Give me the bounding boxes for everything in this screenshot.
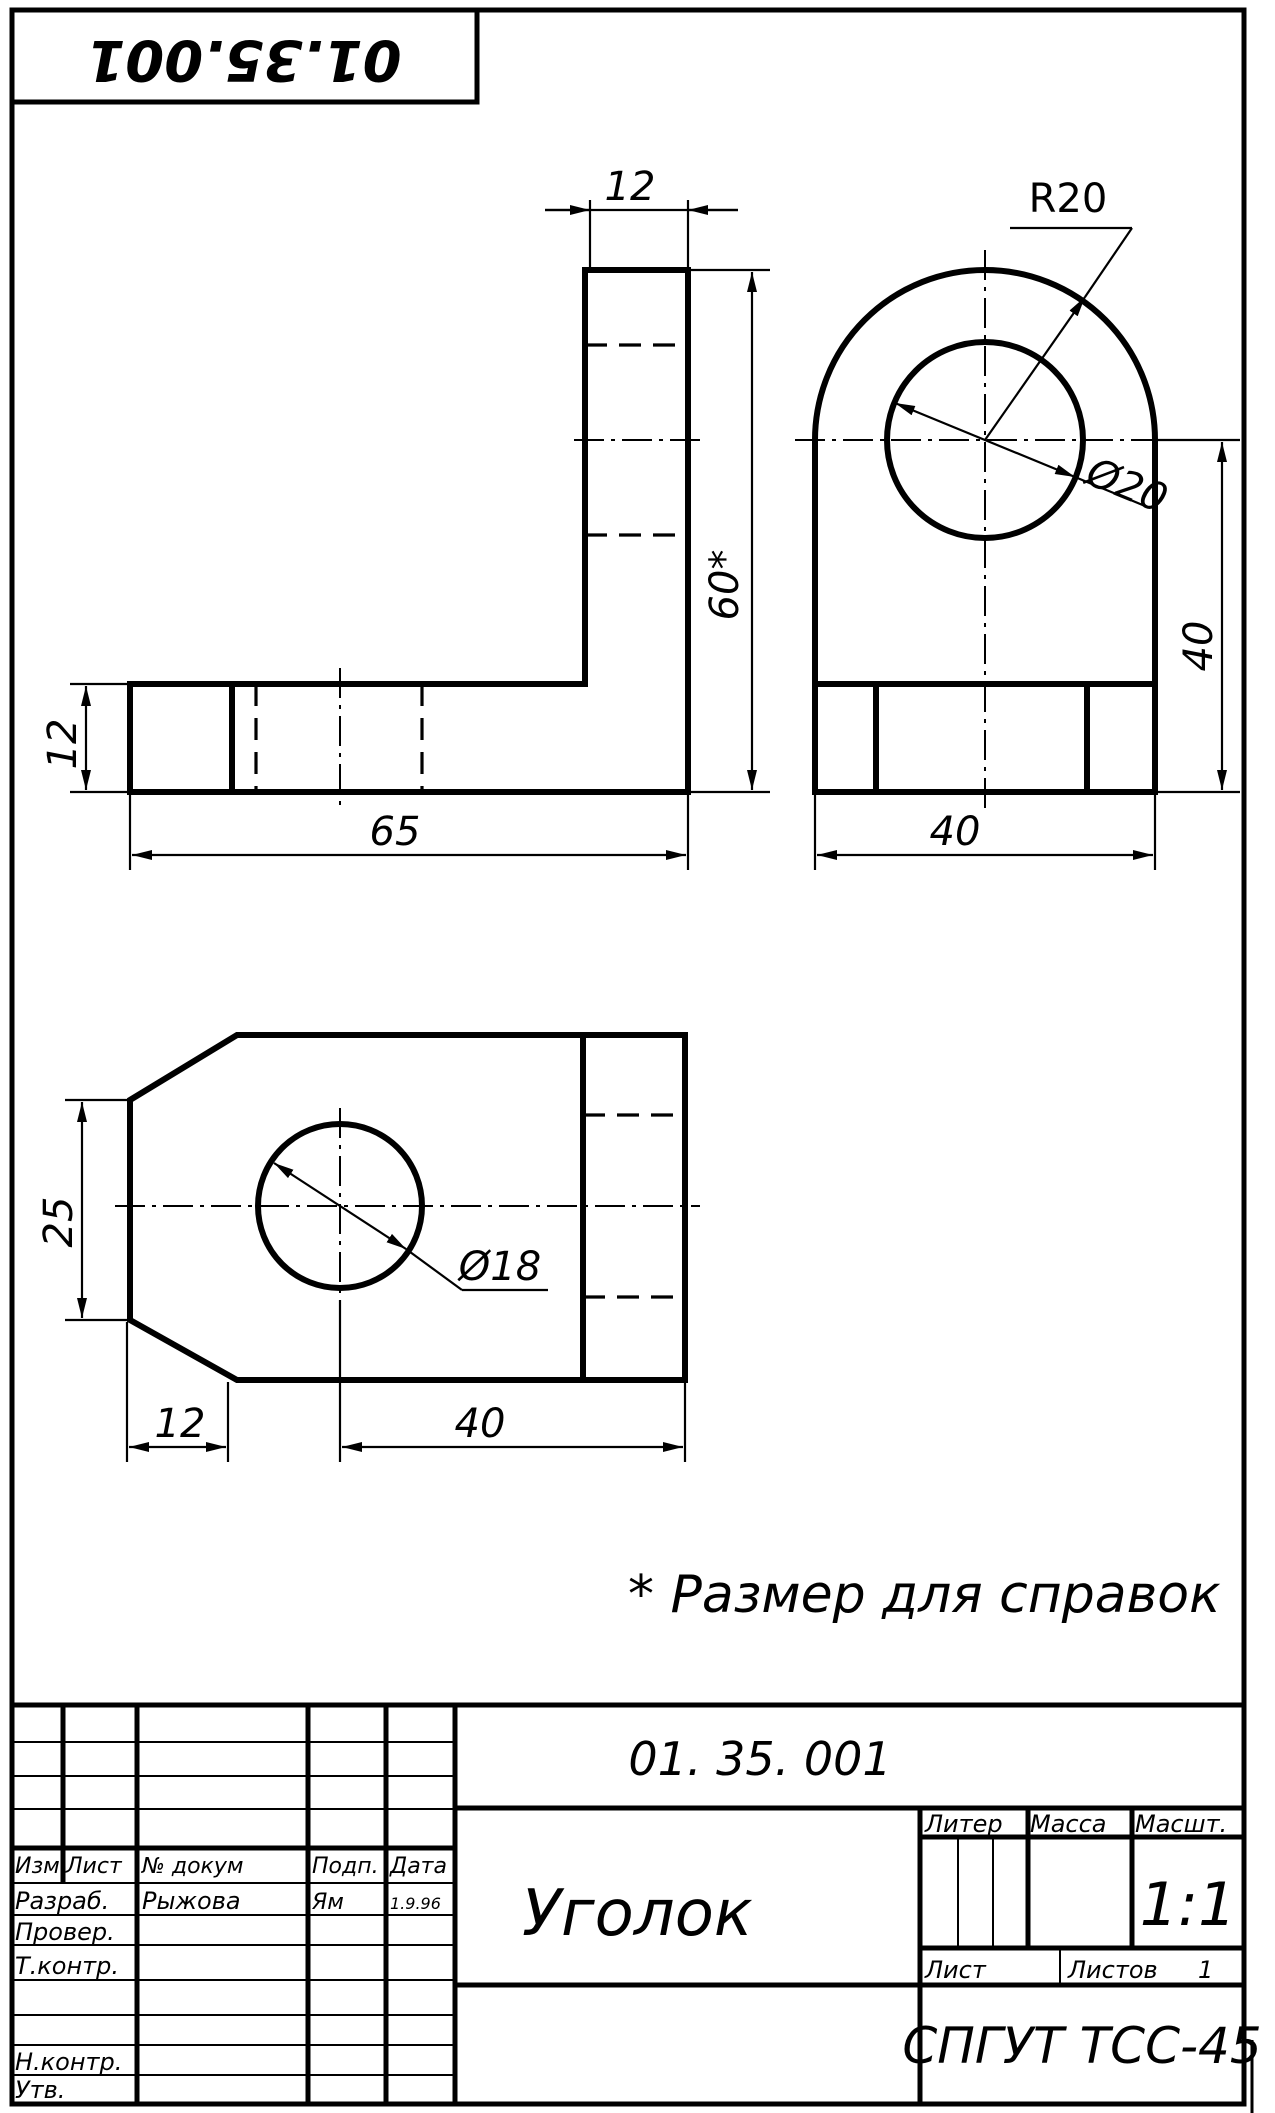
- dim-top-chamfer-height-label: 25: [36, 1197, 82, 1248]
- tb-part-name: Уголок: [522, 1877, 753, 1951]
- title-block: Изм Лист № докум Подп. Дата Разраб. Рыжо…: [12, 1702, 1262, 2104]
- tb-scale-label: Масшт.: [1135, 1810, 1227, 1838]
- tb-organization: СПГУТ ТСС-45: [902, 2017, 1261, 2075]
- tb-role-nkontr: Н.контр.: [15, 2048, 122, 2076]
- dim-front-top-width-label: 12: [605, 164, 656, 210]
- tb-role-razrab: Разраб.: [15, 1887, 109, 1915]
- side-view: R20 Ø20 40 40: [795, 176, 1240, 870]
- tb-developer-sign: Ям: [311, 1890, 344, 1915]
- dim-side-width-label: 40: [930, 809, 981, 855]
- tb-document-code: 01. 35. 001: [628, 1732, 891, 1786]
- dim-side-hole-diameter-line: [894, 401, 1076, 479]
- dim-side-radius-label: R20: [1029, 176, 1108, 222]
- side-view-outline: [812, 267, 1158, 795]
- tb-role-tkontr: Т.контр.: [15, 1952, 119, 1980]
- dim-side-hole-diameter-label: Ø20: [1078, 448, 1173, 522]
- corner-code-text: 01.35.001: [86, 27, 401, 92]
- dim-front-length-label: 65: [370, 809, 421, 855]
- dim-side-hole-height-label: 40: [1176, 621, 1222, 672]
- tb-header-sign: Подп.: [312, 1854, 379, 1879]
- dim-front-base-height-label: 12: [40, 719, 86, 770]
- tb-role-prover: Провер.: [15, 1918, 115, 1946]
- dim-front-height-label: 60*: [702, 550, 748, 621]
- outer-frame: [9, 7, 1247, 2107]
- dim-top-hole-diameter-line: [273, 1162, 407, 1250]
- tb-sheets-value: 1: [1198, 1956, 1213, 1984]
- tb-mass-label: Масса: [1030, 1810, 1107, 1838]
- tb-developer-date: 1.9.96: [390, 1894, 441, 1913]
- tb-developer-name: Рыжова: [142, 1887, 241, 1915]
- tb-scale-value: 1:1: [1140, 1870, 1237, 1940]
- dim-top-chamfer-length-label: 12: [155, 1401, 206, 1447]
- tb-header-date: Дата: [389, 1854, 447, 1879]
- tb-header-list: Лист: [65, 1854, 123, 1879]
- front-view-outline: [127, 267, 691, 795]
- front-view: 12 60* 12 65: [40, 164, 770, 870]
- tb-sheets-label: Листов: [1067, 1956, 1158, 1984]
- tb-role-utv: Утв.: [15, 2076, 65, 2104]
- tb-liter-label: Литер: [924, 1810, 1003, 1838]
- tb-header-izm: Изм: [15, 1854, 60, 1879]
- dim-side-radius-leader: [984, 296, 1086, 441]
- tb-header-doc: № докум: [141, 1854, 243, 1879]
- reference-dimension-note: * Размер для справок: [628, 1565, 1221, 1625]
- top-view-outline: [127, 1032, 688, 1383]
- corner-code-box: 01.35.001: [9, 7, 480, 105]
- dim-top-hole-distance-label: 40: [455, 1401, 506, 1447]
- top-view: Ø18 25 12 40: [36, 1032, 700, 1462]
- tb-sheet-label: Лист: [924, 1956, 987, 1984]
- dim-top-hole-diameter-label: Ø18: [457, 1244, 541, 1290]
